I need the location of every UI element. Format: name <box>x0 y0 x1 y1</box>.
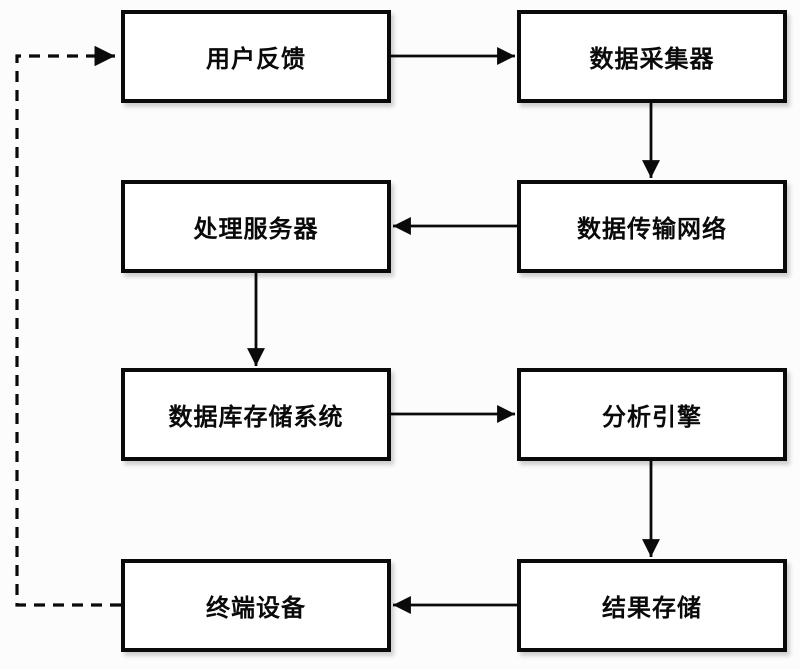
node-data-collector-label: 数据采集器 <box>589 46 715 73</box>
node-processing-server: 处理服务器 <box>121 180 391 273</box>
node-user-feedback: 用户反馈 <box>121 10 391 103</box>
node-data-transmission-network: 数据传输网络 <box>517 180 787 273</box>
node-data-transmission-network-label: 数据传输网络 <box>577 216 727 243</box>
node-result-storage-label: 结果存储 <box>602 595 702 622</box>
node-analysis-engine-label: 分析引擎 <box>602 404 702 431</box>
node-processing-server-label: 处理服务器 <box>193 216 319 243</box>
node-result-storage: 结果存储 <box>517 559 787 652</box>
node-database-storage-system: 数据库存储系统 <box>121 368 391 461</box>
node-terminal-device: 终端设备 <box>121 559 391 652</box>
node-terminal-device-label: 终端设备 <box>206 595 306 622</box>
node-analysis-engine: 分析引擎 <box>517 368 787 461</box>
edge-terminal-device-to-user-feedback-dashed <box>15 45 121 607</box>
node-data-collector: 数据采集器 <box>517 10 787 103</box>
node-database-storage-system-label: 数据库存储系统 <box>168 404 344 431</box>
node-user-feedback-label: 用户反馈 <box>206 46 306 73</box>
